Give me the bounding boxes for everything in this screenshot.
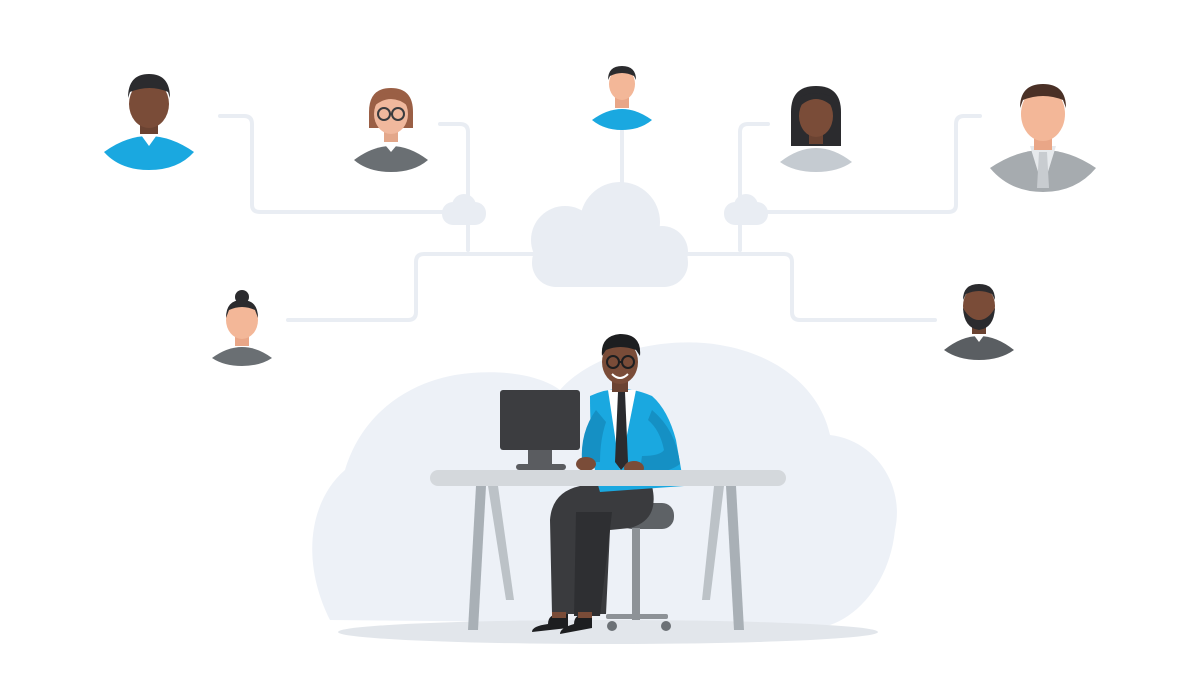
avatar-woman-bun-icon [212, 290, 272, 366]
avatar-man-suit-icon [990, 84, 1096, 192]
avatar-man-blue-shirt-icon [104, 74, 194, 170]
small-cloud-right [724, 194, 768, 225]
monitor-icon [500, 390, 580, 470]
network-cloud-icon [531, 182, 688, 287]
avatar-woman-glasses-icon [354, 88, 428, 172]
desk [430, 470, 786, 630]
desk-worker-illustration [430, 334, 786, 634]
small-cloud-left [442, 194, 486, 225]
avatar-man-blue-small-icon [592, 66, 652, 130]
network-connectors [218, 114, 982, 322]
avatar-woman-long-hair-icon [780, 86, 852, 172]
avatar-man-beard-icon [944, 284, 1014, 360]
